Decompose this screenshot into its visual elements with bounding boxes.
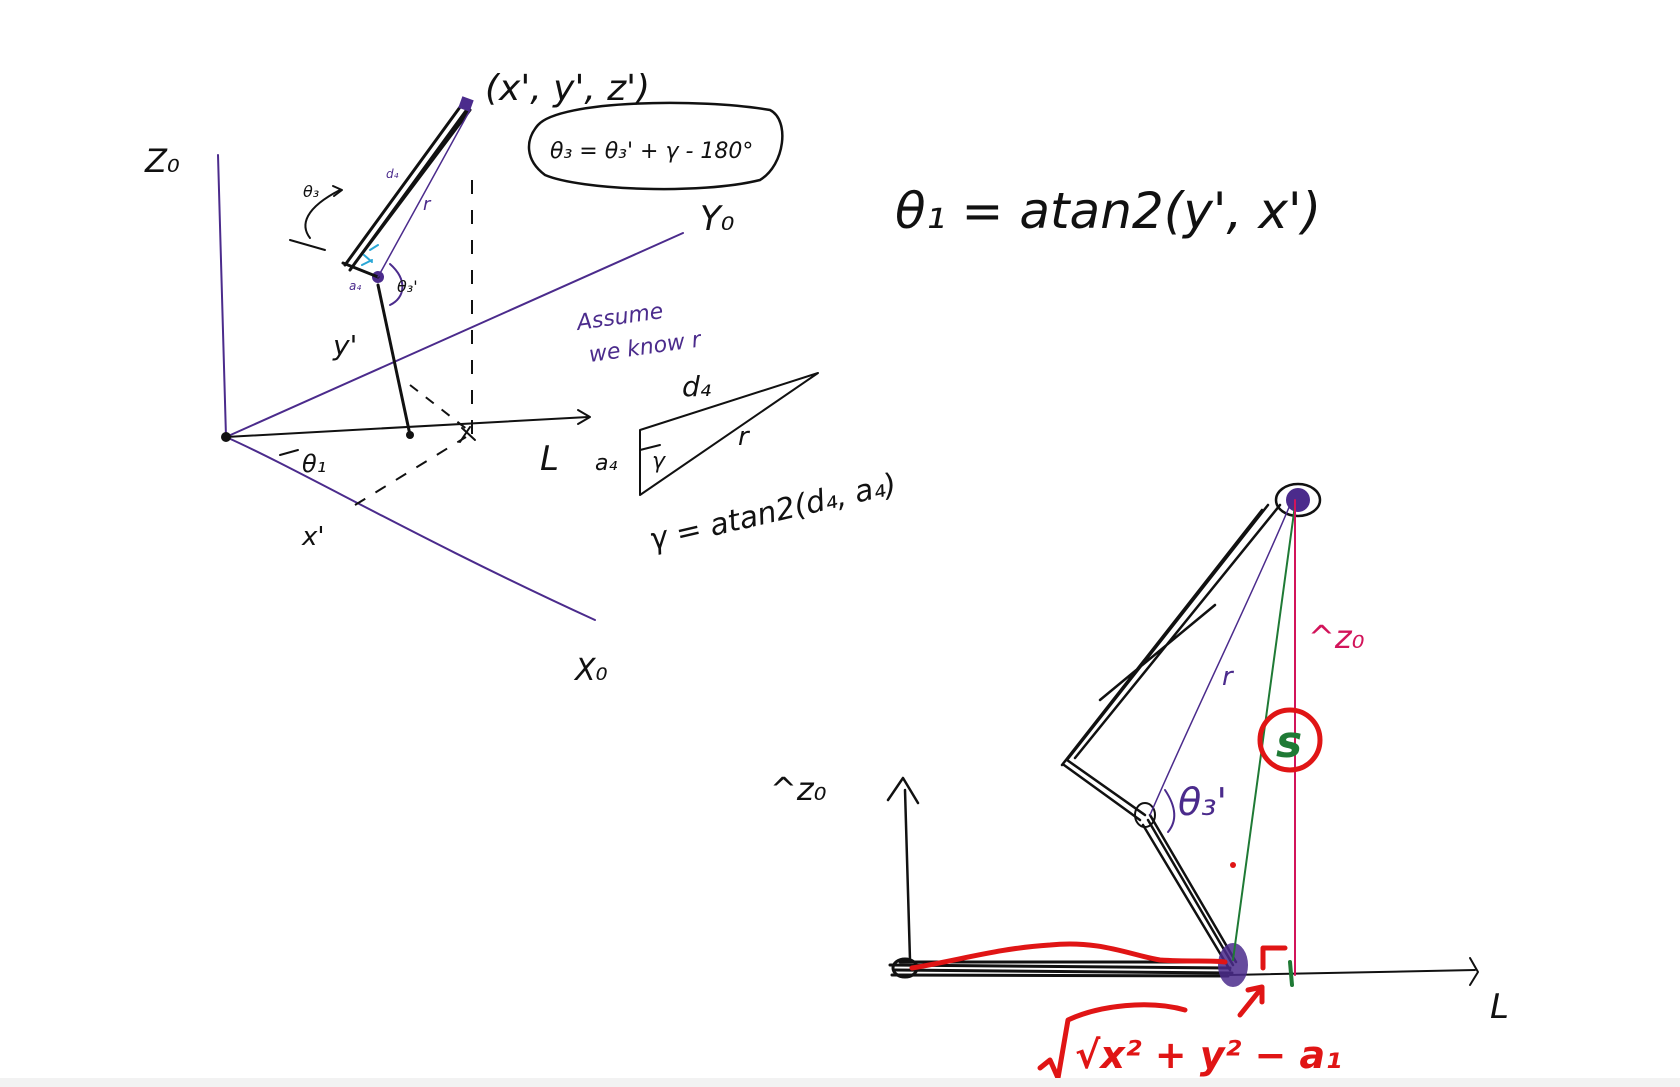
- assume-line-2: we know r: [587, 327, 704, 368]
- gamma-marks: [361, 244, 379, 266]
- end-effector-bottom: [1286, 488, 1310, 512]
- z-axis-line: [903, 788, 912, 962]
- l-axis-bottom: [1229, 969, 1476, 976]
- theta3-arc: [289, 189, 341, 251]
- theta1-arrow: [279, 449, 299, 456]
- lower-link: [1141, 813, 1238, 972]
- a4-link: [341, 261, 380, 279]
- d4-small-label: d₄: [386, 167, 399, 181]
- theta3-prime-label: θ₃': [397, 277, 418, 296]
- red-arrow-shaft: [1237, 987, 1263, 1018]
- r-label: r: [423, 194, 432, 215]
- x-prime-label: x': [301, 522, 325, 552]
- r-line: [377, 109, 471, 278]
- red-dot: [1230, 862, 1236, 868]
- theta3-label: θ₃: [303, 182, 319, 201]
- theta3-prime-label-bottom: θ₃': [1178, 780, 1227, 824]
- end-effector-point: [458, 96, 474, 112]
- base-highlight: [909, 941, 1228, 971]
- arm-link: [343, 101, 472, 272]
- projection-cross: [459, 426, 476, 443]
- r-line-bottom: [1149, 504, 1291, 816]
- z-axis-label: ^z₀: [770, 770, 827, 808]
- y-prime-label: y': [332, 329, 357, 362]
- x0-axis: [225, 436, 596, 621]
- bottom-strip: [0, 1078, 1680, 1087]
- s-circle: [1257, 707, 1323, 773]
- z-axis-arrow: [886, 776, 920, 805]
- base-point: [221, 432, 231, 442]
- s-label: s: [1276, 717, 1302, 768]
- projection-dashed-diagonal: [409, 384, 469, 431]
- y0-axis: [225, 232, 684, 438]
- theta3-arrowhead: [332, 185, 343, 197]
- link-vertical: [376, 283, 412, 437]
- theta1-equation: θ₁ = atan2(y', x'): [895, 182, 1321, 240]
- y0-axis-label: Y₀: [700, 199, 735, 239]
- theta3-prime-arc: [389, 263, 404, 306]
- gamma-triangle: [639, 372, 819, 496]
- z0-axis: [217, 154, 227, 438]
- s-line: [1232, 504, 1296, 961]
- x0-axis-label: X₀: [573, 653, 608, 688]
- l-axis-bottom-label: L: [1490, 987, 1509, 1027]
- theta3-prime-arc-bottom: [1164, 789, 1176, 833]
- x-projection-dashed: [354, 436, 467, 506]
- theta1-label: θ₁: [302, 450, 326, 478]
- equation-bubble: [527, 101, 784, 191]
- triangle-gamma-label: γ: [652, 449, 666, 474]
- sqrt-symbol: [1037, 1002, 1188, 1081]
- bottom-diagram: ^z₀ L r θ₃' ^z₀ s: [770, 482, 1509, 1081]
- upper-link: [1060, 503, 1282, 767]
- green-tick: [1288, 960, 1294, 987]
- l-axis-bottom-tick: [1469, 957, 1479, 986]
- r-label-bottom: r: [1222, 662, 1235, 692]
- red-arrow-head: [1245, 984, 1265, 1005]
- assume-line-1: Assume: [573, 299, 665, 336]
- gamma-equation: γ = atan2(d₄, a₄): [646, 467, 900, 558]
- l-axis-arrow: [577, 409, 591, 425]
- right-angle-mark: [1260, 945, 1288, 971]
- elbow-joint: [1134, 802, 1156, 828]
- triangle-d4-label: d₄: [682, 370, 711, 403]
- gamma-angle-mark: [639, 444, 661, 451]
- end-effector-outline: [1274, 482, 1322, 518]
- top-diagram: Z₀ Y₀ X₀ (x', y', z') θ₃ θ₃' d₄ a₄ r y' …: [144, 68, 900, 688]
- lower-joint: [1218, 943, 1248, 987]
- base-link: [888, 960, 1234, 978]
- sqrt-expression: √x² + y² − a₁: [1075, 1033, 1342, 1077]
- triangle-a4-label: a₄: [595, 451, 617, 476]
- a4-small-label: a₄: [349, 279, 361, 293]
- end-point-label: (x', y', z'): [485, 68, 650, 109]
- elbow-link: [1062, 758, 1147, 822]
- z-hat-label: ^z₀: [1308, 618, 1365, 656]
- l-axis-label: L: [540, 439, 559, 479]
- boxed-equation: θ₃ = θ₃' + γ - 180°: [550, 139, 753, 164]
- triangle-r-label: r: [738, 422, 751, 452]
- joint-point: [406, 431, 414, 439]
- z0-axis-label: Z₀: [144, 142, 180, 180]
